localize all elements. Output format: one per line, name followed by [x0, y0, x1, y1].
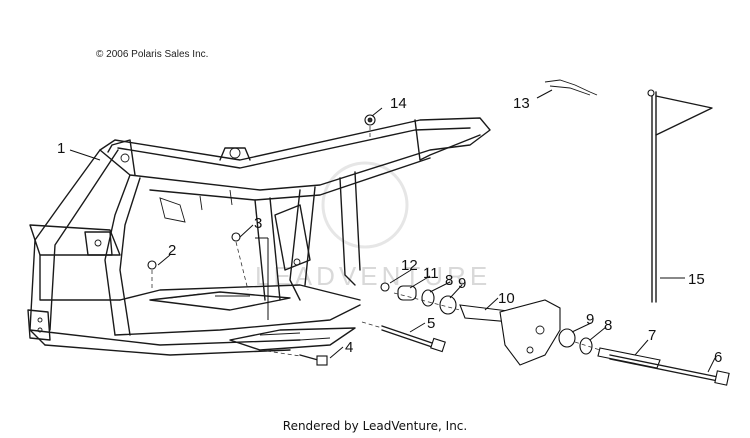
- part-8-washer-left[interactable]: [421, 289, 435, 307]
- part-14-nut[interactable]: [364, 114, 376, 126]
- part-4-bolt[interactable]: [299, 354, 328, 366]
- part-12-nut[interactable]: [380, 282, 390, 292]
- callout-8-right: 8: [604, 317, 612, 334]
- part-2-nut[interactable]: [147, 260, 157, 270]
- atv-frame: [27, 117, 491, 356]
- copyright-notice: © 2006 Polaris Sales Inc.: [96, 49, 209, 60]
- callout-5: 5: [427, 315, 435, 332]
- part-13-wire[interactable]: [544, 79, 598, 96]
- part-9-bushing-right[interactable]: [558, 328, 576, 348]
- callout-10: 10: [498, 290, 515, 307]
- part-8-washer-right[interactable]: [579, 337, 593, 355]
- callout-14: 14: [390, 95, 407, 112]
- callout-12: 12: [401, 257, 418, 274]
- callout-15: 15: [688, 271, 705, 288]
- watermark-logo: [321, 161, 409, 249]
- part-7-sleeve[interactable]: [597, 347, 661, 369]
- part-5-bolt[interactable]: [381, 325, 446, 353]
- callout-11: 11: [423, 265, 439, 282]
- callout-9-left: 9: [458, 275, 466, 292]
- callout-2: 2: [168, 242, 176, 259]
- callout-8-left: 8: [445, 272, 453, 289]
- part-3-nut[interactable]: [231, 232, 241, 242]
- callout-4: 4: [345, 339, 353, 356]
- part-11-bushing[interactable]: [397, 285, 417, 301]
- part-15-flag[interactable]: [647, 89, 713, 303]
- callout-9-right: 9: [586, 311, 594, 328]
- callout-7: 7: [648, 327, 656, 344]
- footer-credit: Rendered by LeadVenture, Inc.: [282, 419, 468, 433]
- callout-13: 13: [513, 95, 530, 112]
- callout-3: 3: [254, 215, 262, 232]
- callout-1: 1: [57, 140, 65, 157]
- callout-6: 6: [714, 349, 722, 366]
- part-10-hitch-bracket[interactable]: [459, 299, 561, 366]
- part-6-long-bolt[interactable]: [609, 354, 730, 386]
- part-9-bushing-left[interactable]: [439, 295, 457, 315]
